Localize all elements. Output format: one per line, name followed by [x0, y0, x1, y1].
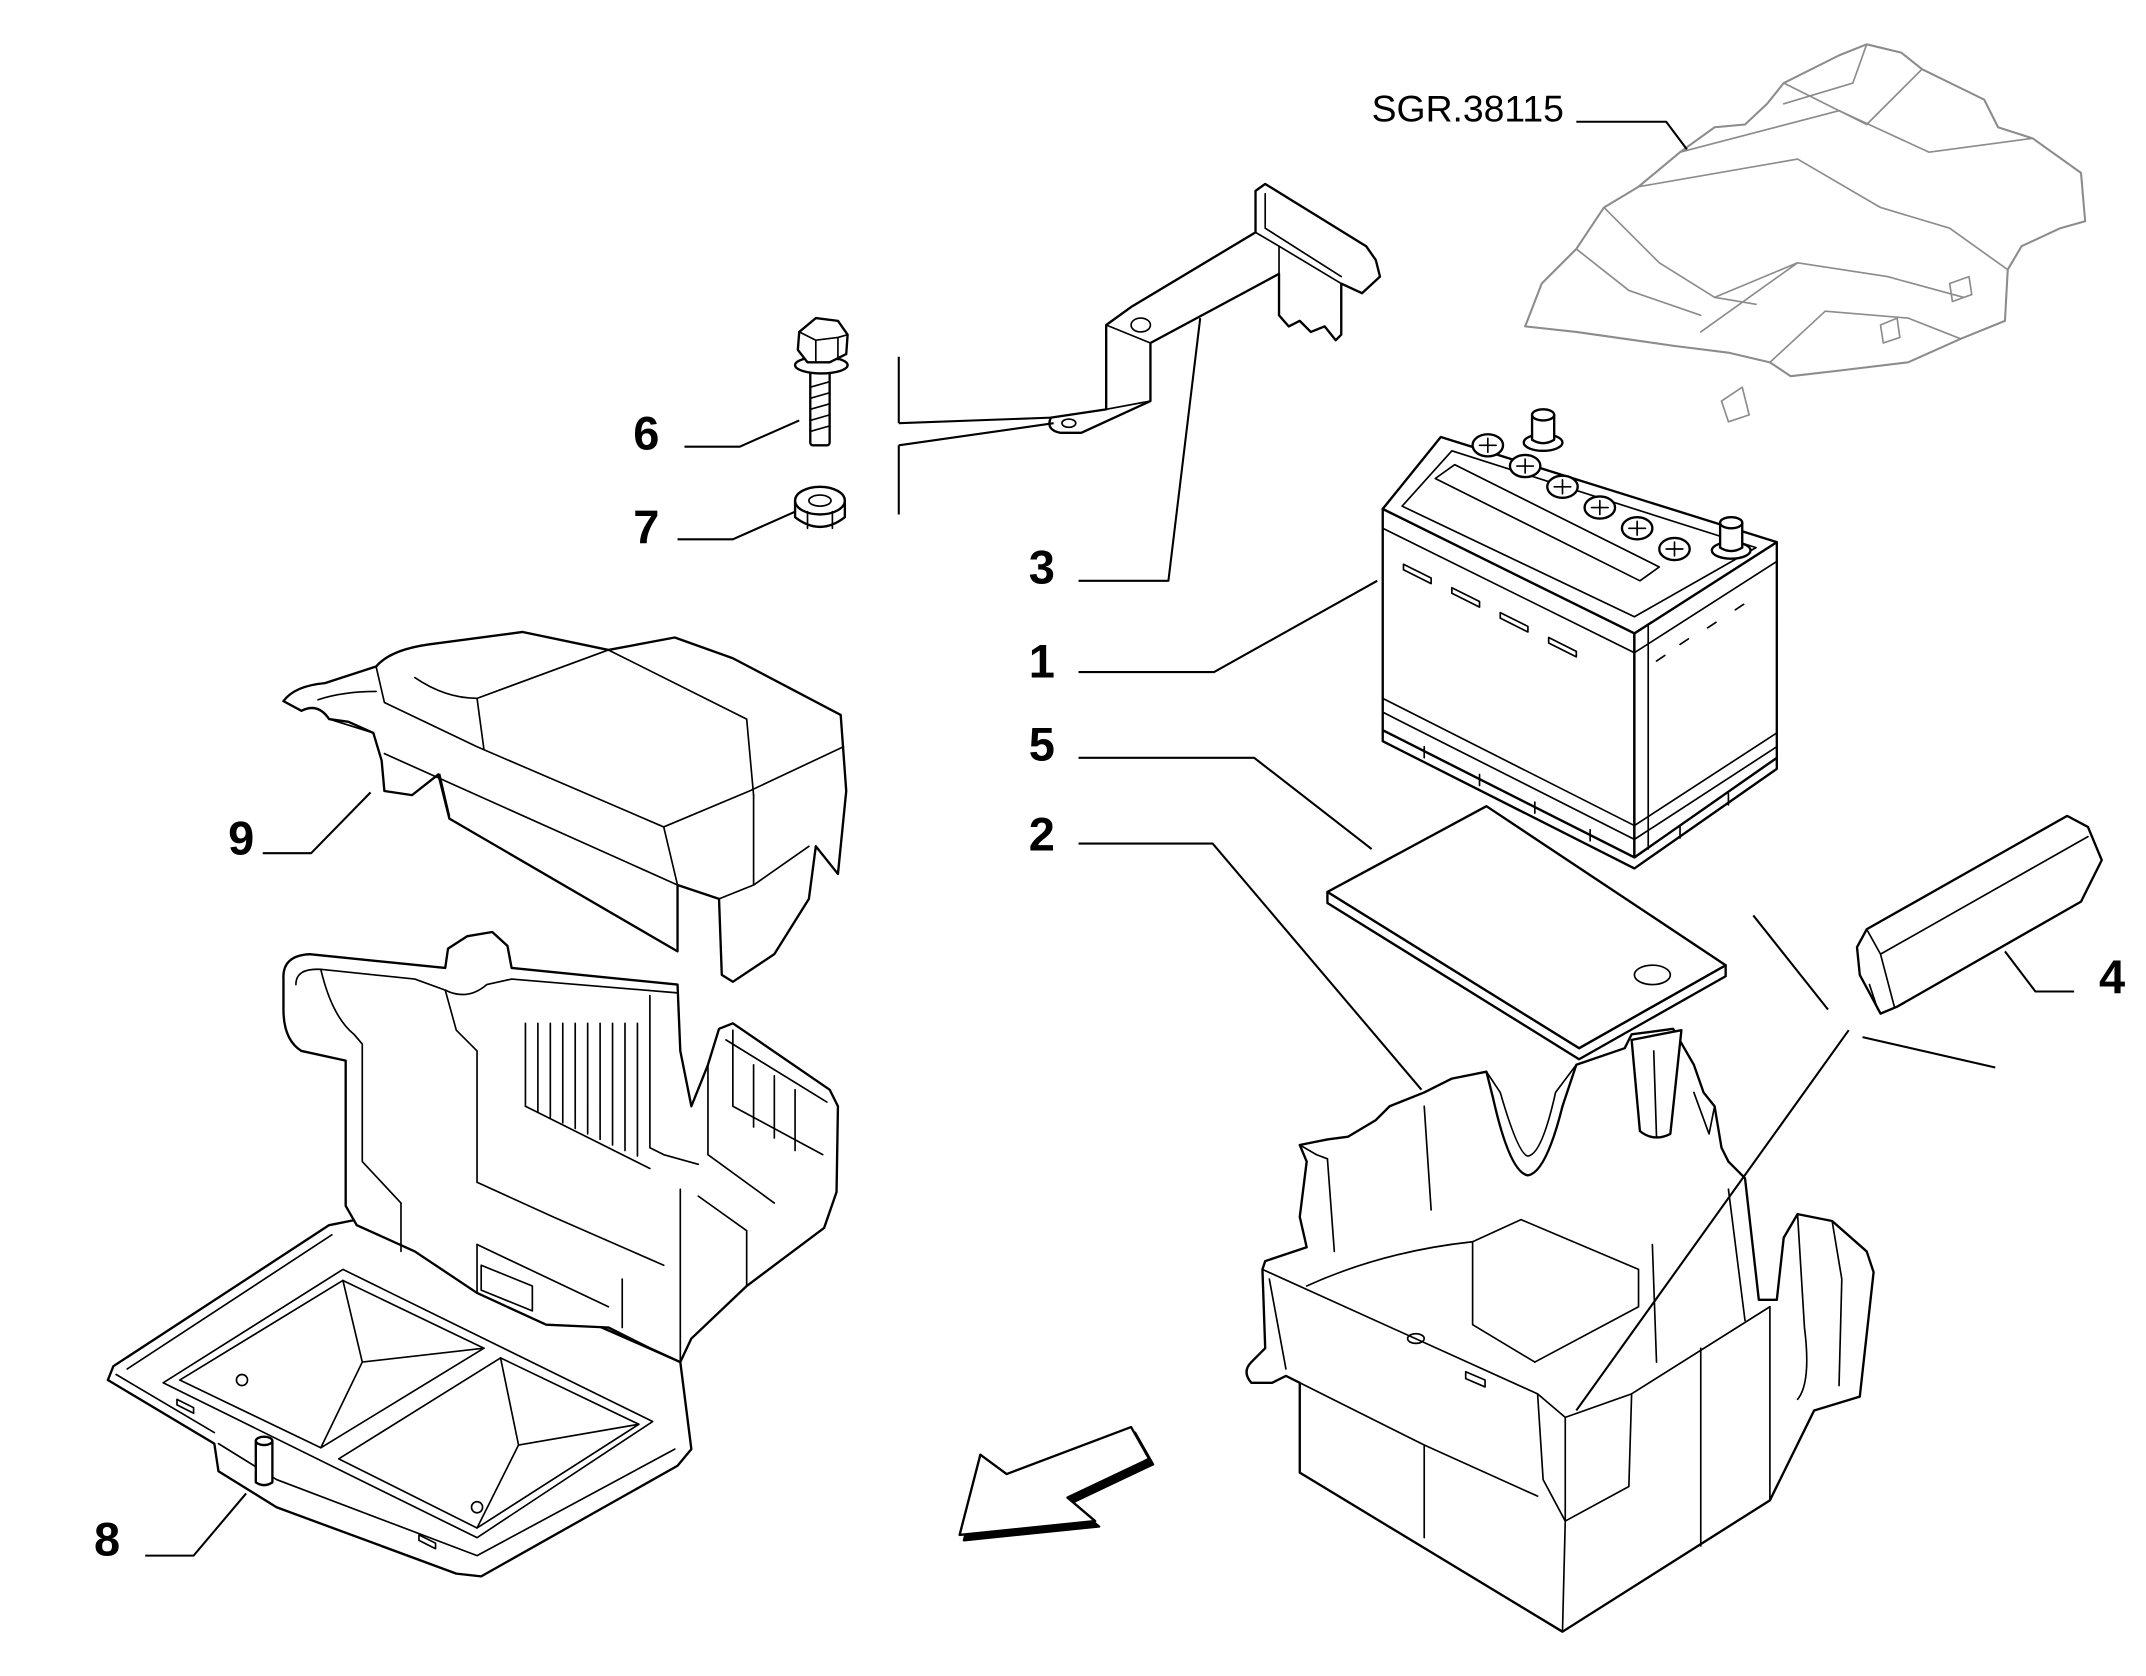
- tray-cover-part-9: [282, 630, 848, 983]
- callout-label-4: 4: [2099, 950, 2125, 1003]
- lower-tray-part-8: [106, 930, 840, 1578]
- callout-label-5: 5: [1029, 718, 1055, 771]
- callout-label-9: 9: [228, 812, 254, 865]
- assembly-guide-lines: [1575, 914, 1996, 1412]
- orientation-arrow-icon: [958, 1425, 1155, 1542]
- leader-line-1: [1078, 579, 1378, 674]
- battery-cover-reference-part: [1524, 43, 2087, 423]
- battery-tray-part-2: [1245, 1027, 1875, 1633]
- callout-label-2: 2: [1029, 807, 1055, 860]
- callout-label-8: 8: [94, 1513, 120, 1566]
- leader-line-reference: [1576, 120, 1688, 151]
- leader-lines: [145, 120, 2075, 1557]
- battery-part-1: [1381, 408, 1778, 870]
- leader-line-7: [677, 510, 796, 541]
- leader-line-2: [1078, 842, 1423, 1091]
- leader-line-3: [1078, 317, 1202, 582]
- hold-down-bracket-part-3: [1048, 182, 1382, 435]
- leader-line-8: [145, 1492, 247, 1557]
- callout-label-7: 7: [633, 500, 659, 553]
- nut-part-7: [793, 485, 847, 530]
- callout-label-1: 1: [1029, 635, 1055, 688]
- callout-label-6: 6: [633, 406, 659, 459]
- support-plate-part-5: [1326, 805, 1727, 1139]
- terminal-cover-part-4: [1855, 814, 2103, 1015]
- flange-bolt-part-6: [793, 316, 849, 447]
- battery-cell-caps: [1471, 433, 1691, 562]
- leader-line-5: [1078, 756, 1373, 850]
- leader-line-9: [262, 791, 372, 855]
- battery-terminal-right: [1710, 516, 1752, 560]
- leader-line-6: [684, 419, 800, 448]
- battery-terminal-left: [1522, 408, 1564, 453]
- callout-label-3: 3: [1029, 541, 1055, 594]
- reference-part-label: SGR.38115: [1372, 88, 1564, 130]
- leader-line-4: [2004, 950, 2075, 993]
- fastener-bracket-lines: [897, 356, 1054, 515]
